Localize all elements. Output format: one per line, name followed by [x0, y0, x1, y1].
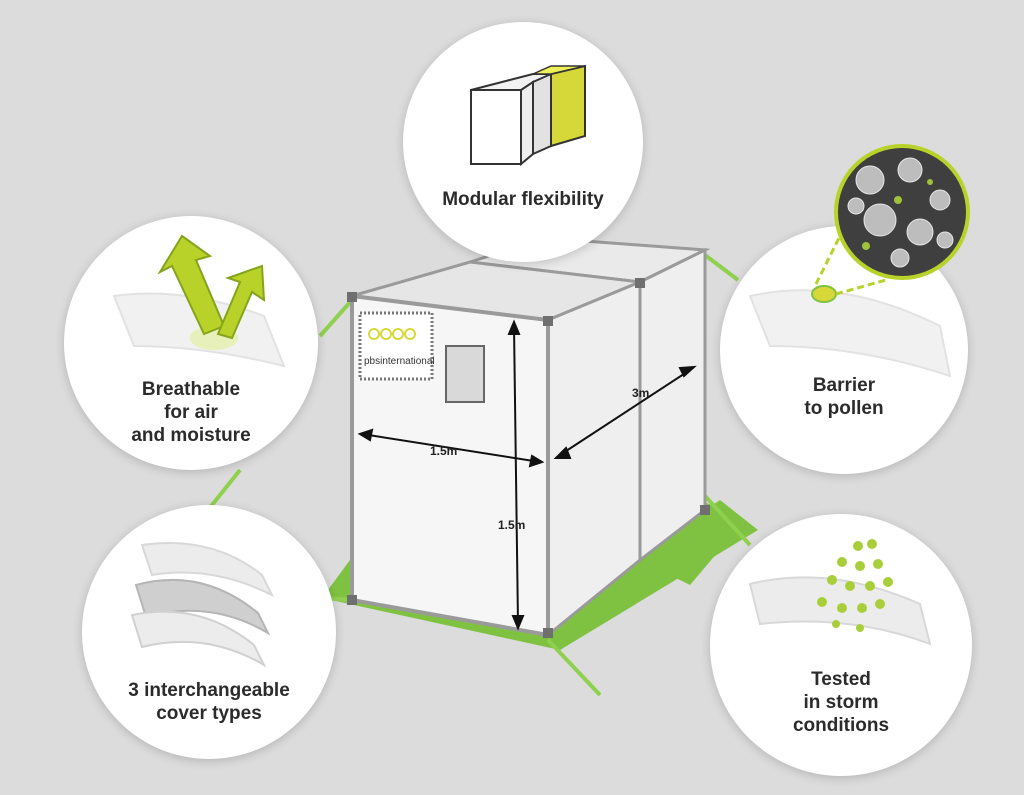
modular-label: Modular flexibility [442, 189, 604, 210]
logo-panel [358, 311, 434, 381]
logo-text: pbsinternational [364, 356, 435, 367]
pollen-grains [847, 157, 954, 268]
cover-layers-icon [130, 542, 275, 668]
feature-modular: Modular flexibility [403, 22, 643, 262]
barrier-label-2: to pollen [804, 398, 884, 419]
feature-storm: Tested in storm conditions [710, 514, 972, 776]
feature-breathable: Breathable for air and moisture [64, 216, 318, 470]
dimension-height: 1.5m [498, 518, 526, 532]
logo-mark [368, 328, 416, 340]
barrier-label-1: Barrier [812, 375, 876, 396]
ground-mat-right [640, 500, 745, 585]
breathable-label-2: for air [164, 402, 218, 423]
dimension-depth: 3m [632, 386, 650, 400]
breathable-label-3: and moisture [131, 425, 251, 446]
frame-corners [347, 278, 710, 638]
storm-label-2: in storm [803, 692, 879, 713]
cover-label-1: 3 interchangeable [128, 680, 290, 701]
pollen-barrier-icon [748, 285, 952, 378]
cover-label-2: cover types [156, 703, 262, 724]
storm-label-3: conditions [792, 715, 890, 736]
breathable-icon [112, 234, 286, 368]
feature-cover-types: 3 interchangeable cover types [82, 505, 336, 759]
breathable-label-1: Breathable [141, 379, 241, 400]
feature-barrier: Barrier to pollen [720, 226, 968, 474]
rain-icon [748, 539, 932, 646]
dimension-arrows [357, 319, 697, 631]
dimension-width: 1.5m [430, 444, 458, 458]
cage-window [445, 345, 485, 403]
modular-icon [470, 64, 586, 167]
storm-label-1: Tested [811, 669, 871, 690]
